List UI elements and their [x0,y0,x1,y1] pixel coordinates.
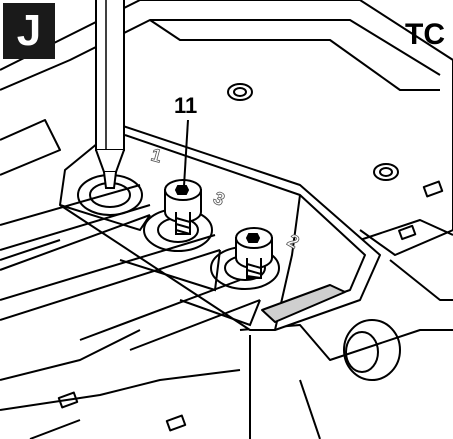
slot-bosses [77,174,280,290]
step-letter: J [16,6,42,55]
mounting-holes [227,83,399,181]
callout-leader-line [183,119,189,187]
clamp-plate [59,124,381,331]
screw-right [235,227,273,279]
step-badge: J [3,3,55,59]
screw-left [164,179,202,235]
callout-number: 11 [174,93,198,118]
knife-strips [0,184,261,351]
mode-label: TC [405,18,445,51]
screwdriver [95,0,125,189]
